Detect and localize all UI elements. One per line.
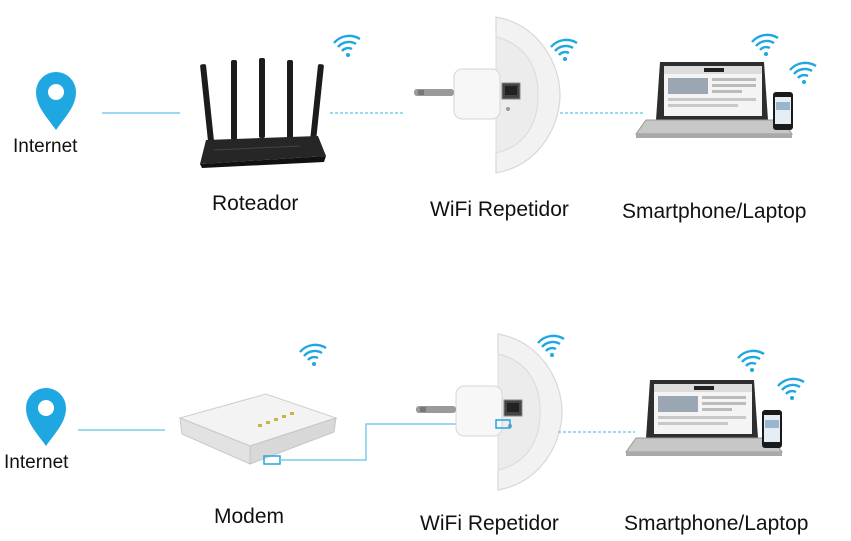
repeater-image — [415, 333, 563, 491]
smartphone-image — [773, 92, 793, 130]
router-label: Roteador — [212, 192, 299, 215]
diagram-1 — [36, 16, 818, 174]
wifi-signal-icon — [332, 34, 362, 59]
wifi-signal-icon — [788, 61, 818, 86]
wifi-signal-icon — [298, 343, 328, 368]
wifi-signal-icon — [776, 377, 806, 402]
internet-label: Internet — [4, 452, 69, 473]
repeater-label: WiFi Repetidor — [420, 512, 559, 535]
repeater-label: WiFi Repetidor — [430, 198, 569, 221]
wifi-signal-icon — [536, 334, 566, 359]
repeater-image — [413, 16, 561, 174]
diagram-2 — [26, 333, 806, 491]
wifi-signal-icon — [750, 33, 780, 58]
wifi-signal-icon — [549, 38, 579, 63]
modem-label: Modem — [214, 505, 285, 528]
device-label: Smartphone/Laptop — [624, 512, 809, 535]
smartphone-image — [762, 410, 782, 448]
laptop-image — [625, 379, 783, 457]
wifi-signal-icon — [736, 349, 766, 374]
ethernet-cable — [280, 423, 505, 461]
internet-label: Internet — [13, 136, 78, 157]
device-label: Smartphone/Laptop — [622, 200, 807, 223]
location-pin-icon — [36, 72, 76, 130]
location-pin-icon — [26, 388, 66, 446]
laptop-image — [635, 61, 793, 139]
modem-image — [178, 393, 338, 465]
router-image — [200, 58, 326, 168]
